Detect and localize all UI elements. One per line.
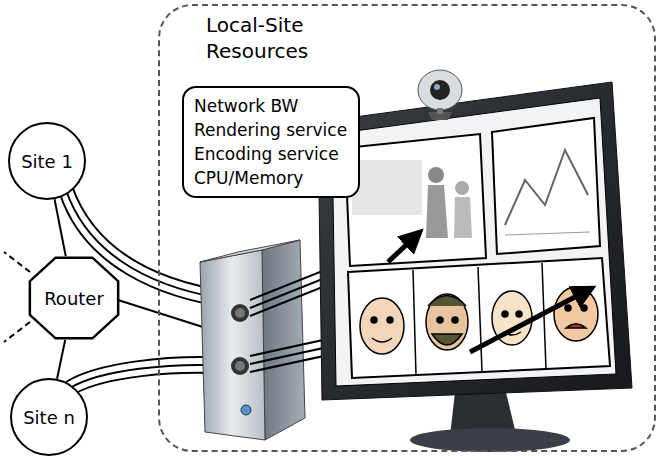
site-circle: Site 1: [8, 122, 86, 200]
node-label: Network BW: [194, 94, 348, 118]
router-stub: [4, 252, 30, 342]
site-circle: Site n: [10, 378, 88, 456]
monitor: [318, 82, 632, 400]
monitor-stand: [410, 388, 570, 452]
connector: [55, 199, 66, 256]
router-octagon: Router: [28, 256, 120, 340]
node-label: Router: [44, 288, 104, 309]
node-label: Site n: [23, 407, 75, 428]
node-label: CPU/Memory: [194, 166, 348, 190]
node-label: Rendering service: [194, 118, 348, 142]
connector: [57, 340, 65, 379]
server-tower: [200, 240, 305, 440]
node-label: Site 1: [21, 151, 73, 172]
face: [360, 287, 598, 354]
webcam: [418, 70, 462, 120]
region-heading: Local-Site Resources: [206, 12, 356, 64]
node-label: Encoding service: [194, 142, 348, 166]
resource-box: Network BWRendering serviceEncoding serv…: [182, 86, 360, 198]
local-site-region: Local-Site ResourcesNetwork BWRendering …: [158, 4, 656, 452]
